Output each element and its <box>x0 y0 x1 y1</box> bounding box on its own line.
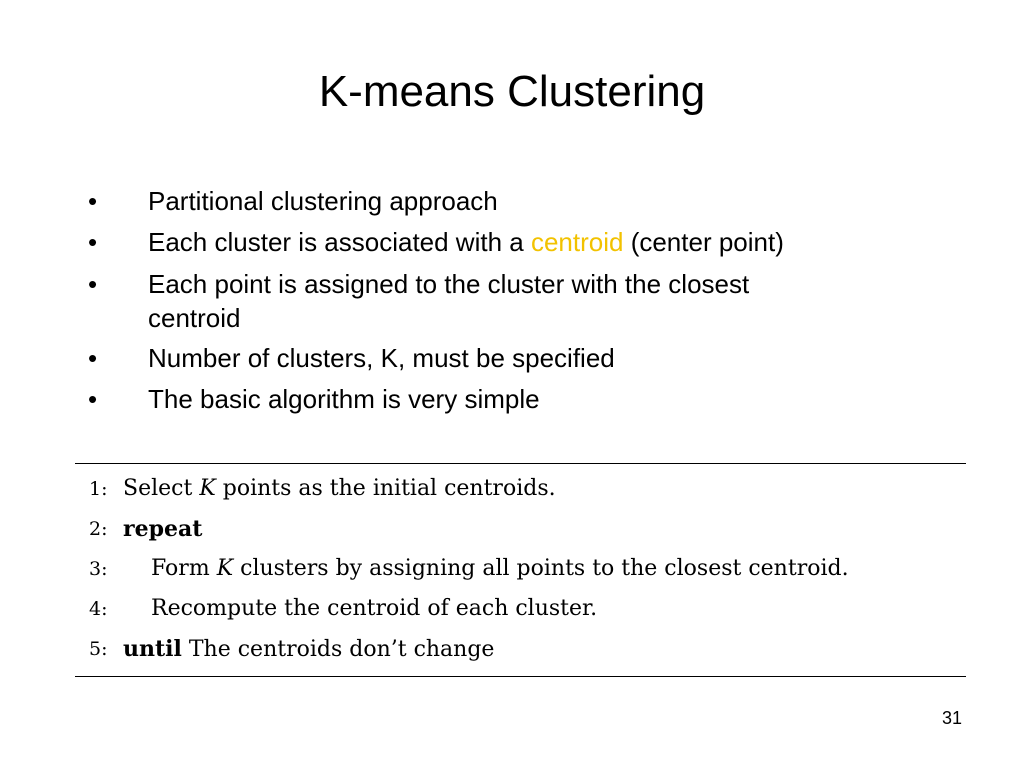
line-number: 1: <box>89 478 108 500</box>
bullet-text-line: Each point is assigned to the cluster wi… <box>148 269 750 299</box>
algorithm-text: Form K clusters by assigning all points … <box>151 554 849 584</box>
algorithm-text-part: Form <box>151 556 217 581</box>
algorithm-text: Recompute the centroid of each cluster. <box>151 596 598 621</box>
algorithm-keyword: repeat <box>123 516 203 542</box>
algorithm-box: 1: Select K points as the initial centro… <box>75 463 966 677</box>
algorithm-text-part: clusters by assigning all points to the … <box>233 556 849 581</box>
bullet-marker: • <box>88 384 98 414</box>
algorithm-text-part: points as the initial centroids. <box>215 476 556 501</box>
algorithm-text: Select K points as the initial centroids… <box>123 474 556 504</box>
page-number: 31 <box>941 708 962 728</box>
bullet-text: Partitional clustering approach <box>148 186 498 216</box>
highlighted-term: centroid <box>530 227 624 257</box>
line-number: 2: <box>89 518 108 540</box>
algorithm-text-part: The centroids don’t change <box>181 637 495 662</box>
bullet-text: Each point is assigned to the cluster wi… <box>148 267 908 335</box>
bullet-text: Each cluster is associated with a centro… <box>148 225 908 259</box>
line-number: 4: <box>89 598 108 620</box>
bullet-marker: • <box>88 269 98 299</box>
algorithm-keyword: until <box>123 636 182 662</box>
bullet-marker: • <box>88 343 98 373</box>
math-variable: K <box>199 476 216 501</box>
line-number: 5: <box>89 638 108 660</box>
bullet-text: Number of clusters, K, must be specified <box>148 343 615 373</box>
bullet-text-part: (center point) <box>623 227 784 257</box>
math-variable: K <box>216 556 234 581</box>
slide-title: K-means Clustering <box>318 67 706 116</box>
algorithm-text-part: Select <box>123 476 200 501</box>
bullet-marker: • <box>88 227 98 257</box>
line-number: 3: <box>89 558 108 580</box>
bullet-text-part: Each cluster is associated with a <box>148 227 531 257</box>
bullet-text-line: centroid <box>148 303 241 333</box>
bullet-marker: • <box>88 186 98 216</box>
algorithm-text: until The centroids don’t change <box>123 634 494 665</box>
bullet-text: The basic algorithm is very simple <box>148 384 540 414</box>
